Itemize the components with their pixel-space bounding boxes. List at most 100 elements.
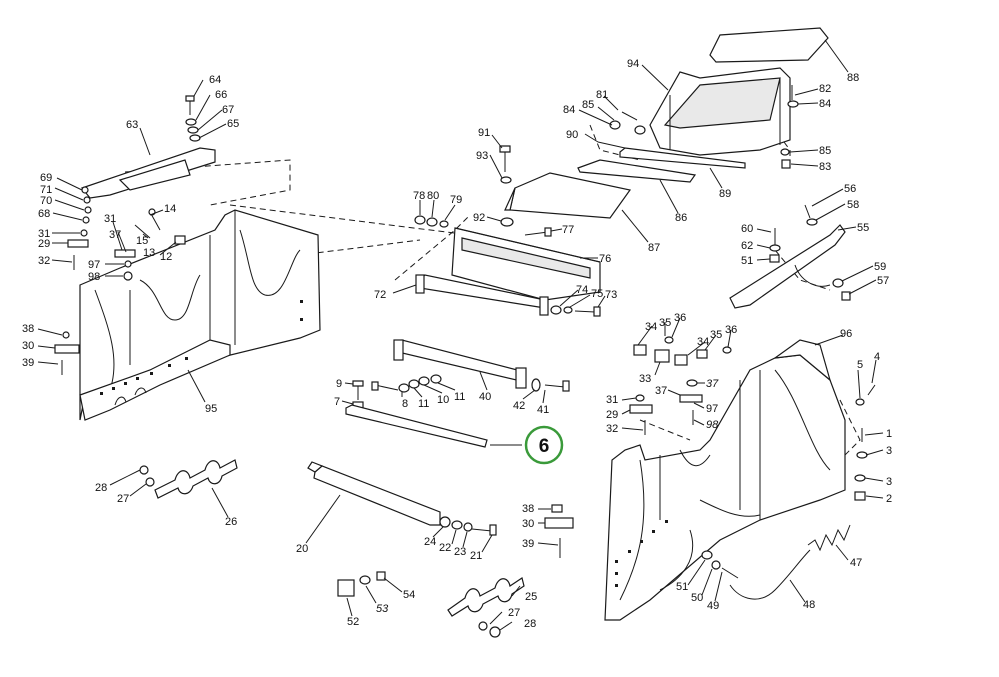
part-label-97-left: 97 xyxy=(88,259,100,271)
part-labels: 64 66 67 65 63 69 71 70 68 31 29 32 31 3… xyxy=(22,58,892,630)
part-label-90: 90 xyxy=(566,129,578,141)
part-label-96: 96 xyxy=(840,328,852,340)
part-label-88: 88 xyxy=(847,72,859,84)
highlight-label: 6 xyxy=(539,436,550,457)
part-label-30-center: 30 xyxy=(522,518,534,530)
center-parts xyxy=(307,145,632,638)
part-label-66: 66 xyxy=(215,89,227,101)
part-label-59: 59 xyxy=(874,261,886,273)
part-label-76: 76 xyxy=(599,253,611,265)
part-label-47: 47 xyxy=(850,557,862,569)
part-label-13: 13 xyxy=(143,247,155,259)
part-label-36-b: 36 xyxy=(725,324,737,336)
part-label-29-right: 29 xyxy=(606,409,618,421)
part-label-41: 41 xyxy=(537,404,549,416)
part-label-11-b: 11 xyxy=(454,391,465,403)
part-label-98-right: 98 xyxy=(706,419,719,431)
part-label-39-left: 39 xyxy=(22,357,34,369)
part-label-79: 79 xyxy=(450,194,462,206)
part-label-98-left: 98 xyxy=(88,271,100,283)
part-label-65: 65 xyxy=(227,118,239,130)
part-label-3-a: 3 xyxy=(886,445,892,457)
part-label-70: 70 xyxy=(40,195,52,207)
part-label-80: 80 xyxy=(427,190,439,202)
part-label-92: 92 xyxy=(473,212,485,224)
part-label-51-upper: 51 xyxy=(741,255,753,267)
part-label-38-left: 38 xyxy=(22,323,34,335)
part-label-72: 72 xyxy=(374,289,386,301)
part-label-89: 89 xyxy=(719,188,731,200)
part-label-71: 71 xyxy=(40,184,52,196)
part-label-37-right-a: 37 xyxy=(706,378,719,390)
part-label-49: 49 xyxy=(707,600,719,612)
part-label-78: 78 xyxy=(413,190,425,202)
leader-lines xyxy=(37,39,884,631)
part-label-30-left: 30 xyxy=(22,340,34,352)
part-label-37-left: 37 xyxy=(109,229,121,241)
part-label-42: 42 xyxy=(513,400,525,412)
part-label-95: 95 xyxy=(205,403,217,415)
part-label-29-left: 29 xyxy=(38,238,50,250)
part-label-1: 1 xyxy=(886,428,892,440)
part-label-3-b: 3 xyxy=(886,476,892,488)
part-label-67: 67 xyxy=(222,104,234,116)
part-label-60: 60 xyxy=(741,223,753,235)
part-label-9: 9 xyxy=(336,378,342,390)
part-label-27-center: 27 xyxy=(508,607,520,619)
part-label-62: 62 xyxy=(741,240,753,252)
part-label-38-center: 38 xyxy=(522,503,534,515)
top-right-parts xyxy=(577,27,829,183)
part-label-73: 73 xyxy=(605,289,617,301)
part-label-83: 83 xyxy=(819,161,831,173)
part-label-15: 15 xyxy=(136,235,148,247)
part-label-64: 64 xyxy=(209,74,221,86)
part-label-93: 93 xyxy=(476,150,488,162)
part-label-24: 24 xyxy=(424,536,436,548)
part-label-32-left: 32 xyxy=(38,255,50,267)
part-label-7: 7 xyxy=(334,396,340,408)
part-label-84-top: 84 xyxy=(563,104,575,116)
part-label-35-a: 35 xyxy=(659,317,671,329)
part-label-63: 63 xyxy=(126,119,138,131)
part-label-10: 10 xyxy=(437,394,449,406)
part-label-31-upper: 31 xyxy=(104,213,116,225)
part-label-32-right: 32 xyxy=(606,423,618,435)
part-label-48: 48 xyxy=(803,599,815,611)
part-label-58: 58 xyxy=(847,199,859,211)
part-label-34-b: 34 xyxy=(697,336,709,348)
part-label-25: 25 xyxy=(525,591,537,603)
right-bracket xyxy=(729,204,851,309)
part-label-14: 14 xyxy=(164,203,176,215)
part-label-11-a: 11 xyxy=(418,398,429,410)
part-label-51-lower: 51 xyxy=(676,581,688,593)
part-label-23: 23 xyxy=(454,546,466,558)
part-label-68: 68 xyxy=(38,208,50,220)
part-label-87: 87 xyxy=(648,242,660,254)
part-label-55: 55 xyxy=(857,222,869,234)
part-label-26: 26 xyxy=(225,516,237,528)
part-label-5: 5 xyxy=(857,359,863,371)
part-label-21: 21 xyxy=(470,550,482,562)
highlight-circle[interactable] xyxy=(524,425,564,465)
part-label-91: 91 xyxy=(478,127,490,139)
part-label-50: 50 xyxy=(691,592,703,604)
part-label-82: 82 xyxy=(819,83,831,95)
part-label-8: 8 xyxy=(402,398,408,410)
part-label-36-a: 36 xyxy=(674,312,686,324)
part-label-39-center: 39 xyxy=(522,538,534,550)
part-label-77: 77 xyxy=(562,224,574,236)
part-label-27-left: 27 xyxy=(117,493,129,505)
part-label-31-left: 31 xyxy=(38,228,50,240)
part-label-69: 69 xyxy=(40,172,52,184)
part-label-40: 40 xyxy=(479,391,491,403)
part-label-12: 12 xyxy=(160,251,172,263)
part-label-74: 74 xyxy=(576,284,588,296)
part-label-2: 2 xyxy=(886,493,892,505)
part-label-35-b: 35 xyxy=(710,329,722,341)
part-label-85-right: 85 xyxy=(819,145,831,157)
part-label-94: 94 xyxy=(627,58,639,70)
part-label-81: 81 xyxy=(596,89,608,101)
part-label-52: 52 xyxy=(347,616,359,628)
part-label-57: 57 xyxy=(877,275,889,287)
